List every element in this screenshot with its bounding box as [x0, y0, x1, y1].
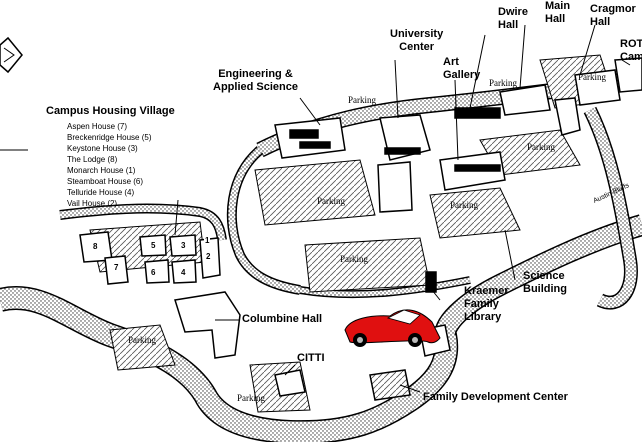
- housing-item: The Lodge (8): [67, 155, 118, 164]
- art-line2: Gallery: [443, 69, 481, 81]
- university-center-label: University Center: [390, 28, 443, 54]
- parking-label: Parking: [317, 196, 345, 206]
- rotc-line2: Cam: [620, 51, 642, 63]
- family-development-center-label: Family Development Center: [423, 391, 568, 403]
- cragmor-hall-label: Cragmor Hall: [590, 3, 636, 29]
- house-number-7: 7: [113, 263, 120, 272]
- housing-title: Campus Housing Village: [46, 105, 175, 117]
- parking-label: Parking: [578, 72, 606, 82]
- university-line2: Center: [399, 41, 435, 53]
- science-line2: Building: [523, 283, 567, 295]
- engineering-line1: Engineering &: [218, 68, 293, 80]
- dwire-line2: Hall: [498, 19, 519, 31]
- engineering-line2: Applied Science: [213, 81, 298, 93]
- house-number-2: 2: [205, 252, 212, 261]
- housing-item: Keystone House (3): [67, 144, 138, 153]
- parking-label: Parking: [450, 200, 478, 210]
- edge-sign: [0, 36, 28, 151]
- science-line1: Science: [523, 270, 565, 282]
- dwire-hall-label: Dwire Hall: [498, 6, 528, 32]
- main-line2: Hall: [545, 13, 566, 25]
- main-hall-label: Main Hall: [545, 0, 570, 26]
- parking-lots: [89, 54, 616, 413]
- rotc-label: ROT Cam: [620, 38, 642, 64]
- parking-label: Parking: [237, 393, 265, 403]
- parking-label: Parking: [340, 254, 368, 264]
- science-building-label: Science Building: [523, 270, 567, 296]
- university-line1: University: [390, 28, 444, 40]
- leader-lines: [174, 24, 631, 393]
- housing-item: Telluride House (4): [67, 188, 135, 197]
- housing-item: Steamboat House (6): [67, 177, 144, 186]
- house-number-6: 6: [150, 268, 157, 277]
- house-number-5: 5: [150, 241, 157, 250]
- housing-item: Monarch House (1): [67, 166, 136, 175]
- parking-label: Parking: [527, 142, 555, 152]
- parking-label: Parking: [128, 335, 156, 345]
- house-number-8: 8: [92, 242, 99, 251]
- citti-label: CITTI: [297, 352, 325, 364]
- rotc-line1: ROT: [620, 38, 642, 50]
- library-label: Kraemer Family Library: [464, 285, 509, 324]
- dwire-line1: Dwire: [498, 6, 528, 18]
- parking-label: Parking: [489, 78, 517, 88]
- red-car-icon: [344, 309, 441, 347]
- columbine-hall-label: Columbine Hall: [242, 313, 323, 325]
- house-number-4: 4: [180, 268, 187, 277]
- main-line1: Main: [545, 0, 571, 12]
- library-line1: Kraemer: [464, 285, 509, 297]
- house-number-3: 3: [180, 241, 187, 250]
- house-number-1: 1: [204, 236, 211, 245]
- art-line1: Art: [443, 56, 459, 68]
- cragmor-line1: Cragmor: [590, 3, 636, 15]
- housing-item: Aspen House (7): [67, 122, 128, 131]
- housing-item: Breckenridge House (5): [67, 133, 152, 142]
- engineering-label: Engineering & Applied Science: [213, 68, 298, 94]
- housing-item: Vail House (2): [67, 199, 118, 208]
- art-gallery-label: Art Gallery: [443, 56, 480, 82]
- library-line2: Family: [464, 298, 499, 310]
- housing-list: Aspen House (7) Breckenridge House (5) K…: [67, 121, 151, 209]
- cragmor-line2: Hall: [590, 16, 611, 28]
- parking-label: Parking: [348, 95, 376, 105]
- buildings: [79, 57, 642, 401]
- library-line3: Library: [464, 311, 502, 323]
